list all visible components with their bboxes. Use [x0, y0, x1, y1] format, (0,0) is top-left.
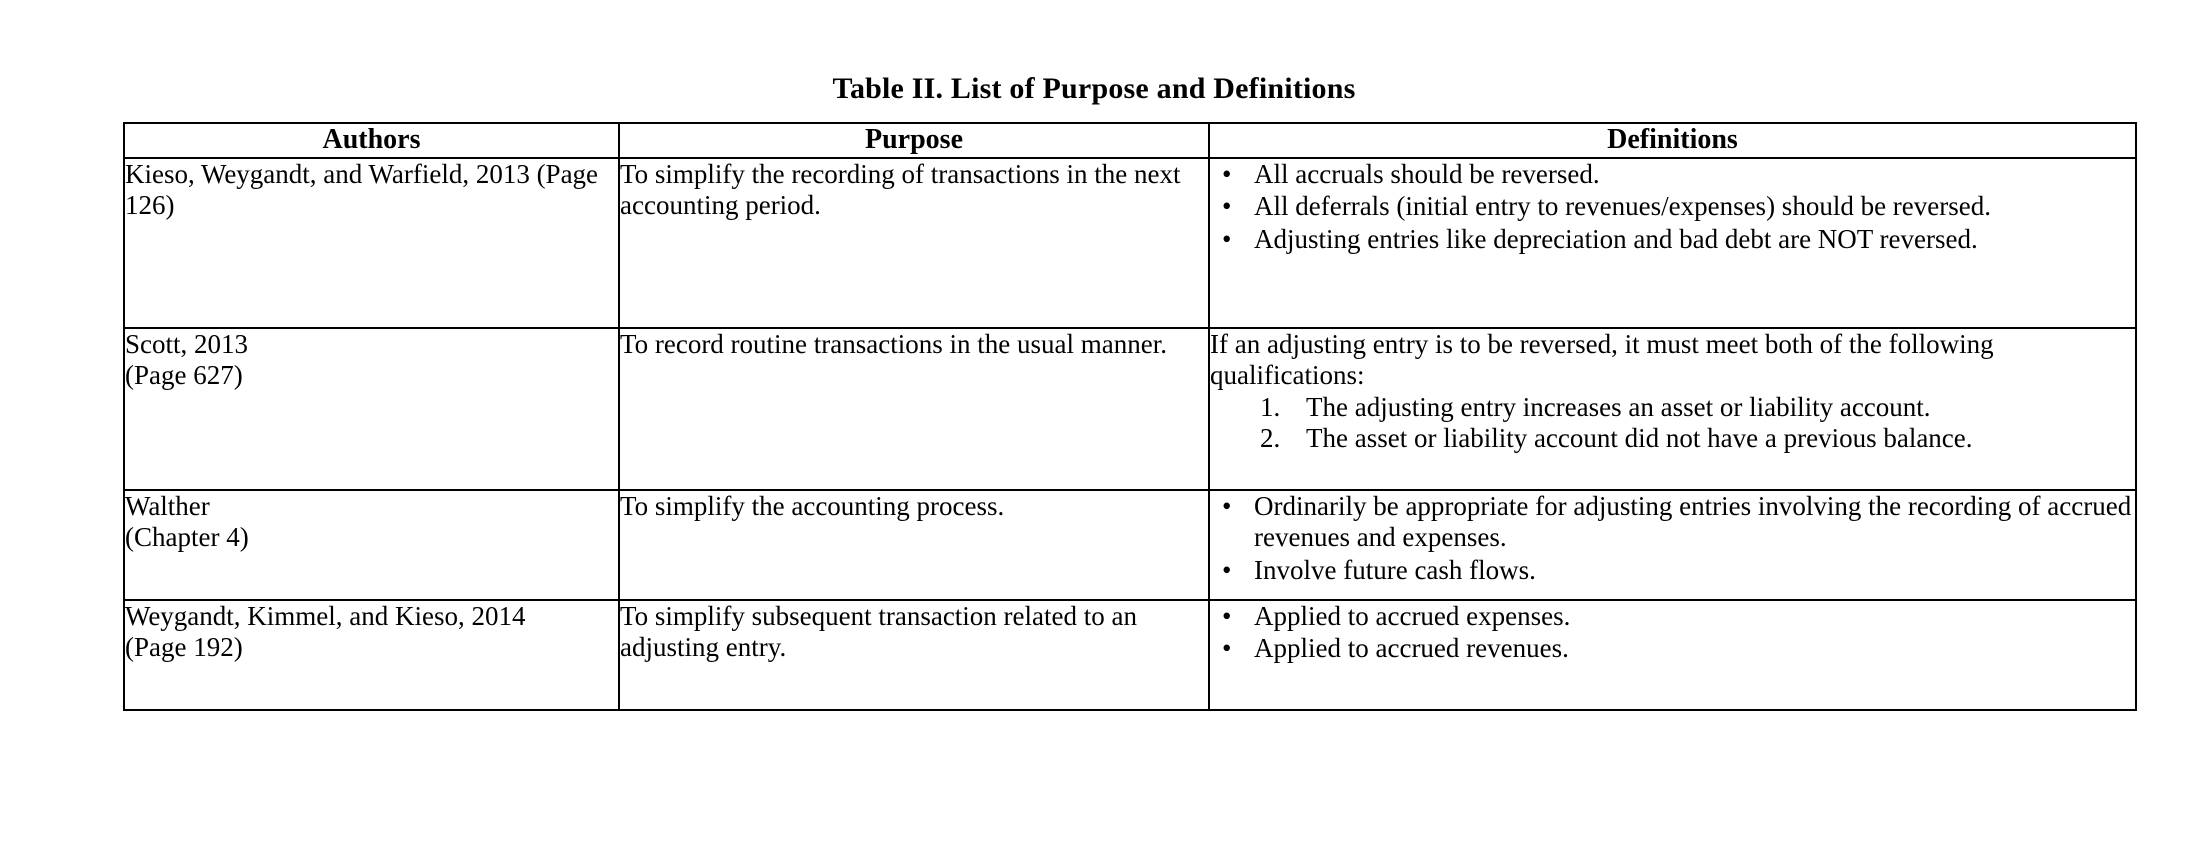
- list-item-text: The asset or liability account did not h…: [1306, 423, 1973, 454]
- cell-purpose: To simplify the recording of transaction…: [618, 156, 1210, 329]
- table-row: Scott, 2013 (Page 627) To record routine…: [123, 326, 2137, 491]
- cell-definitions: • Ordinarily be appropriate for adjustin…: [1208, 488, 2137, 601]
- cell-purpose: To simplify subsequent transaction relat…: [618, 598, 1210, 711]
- bullet-icon: •: [1222, 158, 1232, 189]
- cell-purpose: To simplify the accounting process.: [618, 488, 1210, 601]
- list-item: 1. The adjusting entry increases an asse…: [1210, 392, 2135, 424]
- bullet-icon: •: [1222, 600, 1232, 631]
- list-item-text: Adjusting entries like depreciation and …: [1254, 223, 1978, 254]
- bullet-icon: •: [1222, 223, 1232, 254]
- cell-definitions: If an adjusting entry is to be reversed,…: [1208, 326, 2137, 491]
- list-item: • Applied to accrued revenues.: [1210, 633, 2135, 665]
- table-row: Weygandt, Kimmel, and Kieso, 2014 (Page …: [123, 598, 2137, 711]
- cell-definitions: • All accruals should be reversed. • All…: [1208, 156, 2137, 329]
- definitions-bullet-list: • Ordinarily be appropriate for adjustin…: [1210, 491, 2135, 587]
- cell-purpose: To record routine transactions in the us…: [618, 326, 1210, 491]
- definitions-numbered-list: 1. The adjusting entry increases an asse…: [1210, 392, 2135, 455]
- list-item: • Adjusting entries like depreciation an…: [1210, 224, 2135, 256]
- authors-text: Walther (Chapter 4): [125, 490, 249, 553]
- table-caption: Table II. List of Purpose and Definition…: [832, 72, 1356, 105]
- authors-text: Scott, 2013 (Page 627): [125, 328, 249, 391]
- list-item-text: Involve future cash flows.: [1254, 554, 1536, 585]
- list-item: • Applied to accrued expenses.: [1210, 601, 2135, 633]
- cell-authors: Walther (Chapter 4): [123, 488, 620, 601]
- cell-definitions: • Applied to accrued expenses. • Applied…: [1208, 598, 2137, 711]
- bullet-icon: •: [1222, 554, 1232, 585]
- purpose-text: To simplify the recording of transaction…: [620, 158, 1188, 221]
- table-body: Kieso, Weygandt, and Warfield, 2013 (Pag…: [123, 156, 2137, 711]
- definitions-bullet-list: • Applied to accrued expenses. • Applied…: [1210, 601, 2135, 665]
- definitions-bullet-list: • All accruals should be reversed. • All…: [1210, 159, 2135, 256]
- list-item-text: Applied to accrued expenses.: [1254, 600, 1571, 631]
- table-row: Walther (Chapter 4) To simplify the acco…: [123, 488, 2137, 601]
- bullet-icon: •: [1222, 490, 1232, 521]
- list-number: 2.: [1260, 423, 1281, 454]
- list-item: 2. The asset or liability account did no…: [1210, 423, 2135, 455]
- table-container: Authors Purpose Definitions Kieso, Weyga…: [123, 122, 2137, 711]
- table-header: Authors Purpose Definitions: [123, 122, 2137, 159]
- column-header-purpose: Purpose: [618, 122, 1210, 159]
- purpose-text: To record routine transactions in the us…: [620, 328, 1167, 359]
- list-item-text: Ordinarily be appropriate for adjusting …: [1254, 490, 2132, 553]
- purpose-text: To simplify subsequent transaction relat…: [620, 600, 1144, 663]
- cell-authors: Scott, 2013 (Page 627): [123, 326, 620, 491]
- list-item: • Involve future cash flows.: [1210, 555, 2135, 587]
- bullet-icon: •: [1222, 633, 1232, 664]
- bullet-icon: •: [1222, 191, 1232, 222]
- cell-authors: Weygandt, Kimmel, and Kieso, 2014 (Page …: [123, 598, 620, 711]
- list-item: • All deferrals (initial entry to revenu…: [1210, 191, 2135, 223]
- purpose-definitions-table: Authors Purpose Definitions Kieso, Weyga…: [123, 122, 2137, 711]
- list-item: • Ordinarily be appropriate for adjustin…: [1210, 491, 2135, 554]
- authors-text: Weygandt, Kimmel, and Kieso, 2014 (Page …: [125, 600, 526, 663]
- cell-authors: Kieso, Weygandt, and Warfield, 2013 (Pag…: [123, 156, 620, 329]
- table-header-row: Authors Purpose Definitions: [123, 122, 2137, 159]
- table-row: Kieso, Weygandt, and Warfield, 2013 (Pag…: [123, 156, 2137, 329]
- purpose-text: To simplify the accounting process.: [620, 490, 1005, 521]
- column-header-authors: Authors: [123, 122, 620, 159]
- authors-text: Kieso, Weygandt, and Warfield, 2013 (Pag…: [125, 158, 605, 221]
- list-number: 1.: [1260, 391, 1281, 422]
- list-item-text: The adjusting entry increases an asset o…: [1306, 391, 1931, 422]
- list-item-text: Applied to accrued revenues.: [1254, 633, 1569, 664]
- definitions-intro-text: If an adjusting entry is to be reversed,…: [1210, 328, 1994, 391]
- list-item: • All accruals should be reversed.: [1210, 159, 2135, 191]
- list-item-text: All deferrals (initial entry to revenues…: [1254, 191, 1991, 222]
- column-header-definitions: Definitions: [1208, 122, 2137, 159]
- list-item-text: All accruals should be reversed.: [1254, 158, 1600, 189]
